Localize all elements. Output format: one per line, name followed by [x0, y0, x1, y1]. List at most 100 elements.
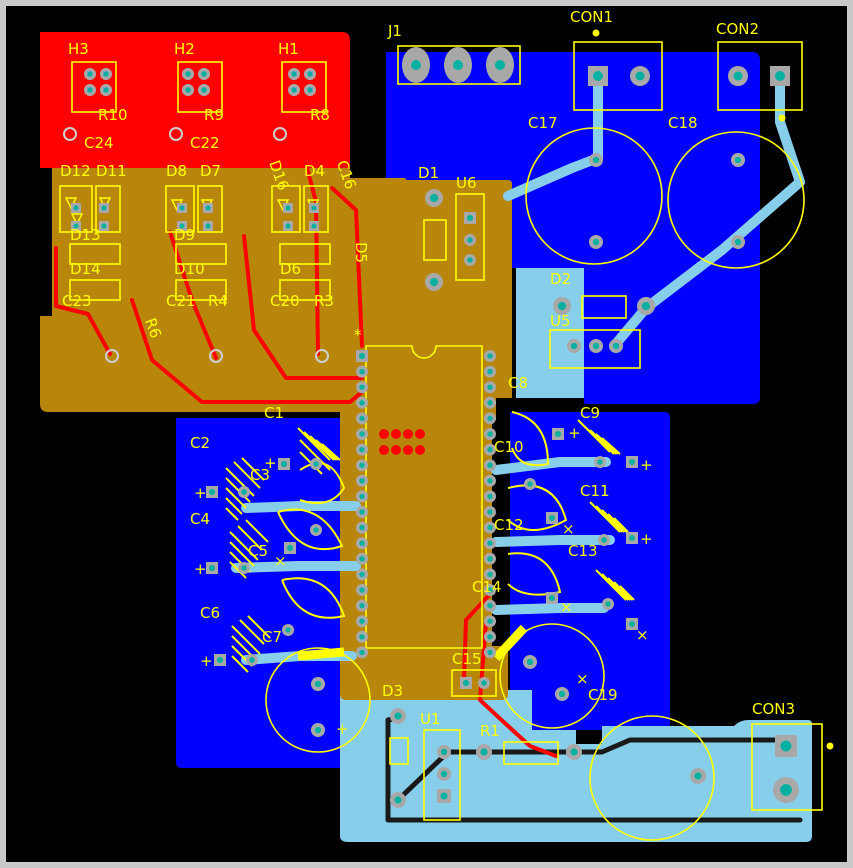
pad-c12-1-hole — [549, 515, 555, 521]
label-d1: D1 — [418, 164, 439, 182]
outline-bottom-electrolytic — [589, 715, 715, 841]
label-con3: CON3 — [752, 700, 795, 718]
marker-con3 — [826, 742, 834, 750]
outline-j1 — [397, 45, 521, 85]
pad-con3-1-hole — [780, 740, 792, 752]
thermal-via-0-1 — [391, 429, 401, 439]
label-c13: C13 — [568, 542, 598, 560]
label-h3: H3 — [68, 40, 89, 58]
pad-ic-right-16-hole — [487, 602, 493, 609]
outline-d9 — [175, 243, 227, 265]
label-c10: C10 — [494, 438, 524, 456]
label-h2: H2 — [174, 40, 195, 58]
trace-c10 — [491, 457, 611, 475]
pad-j1-0-hole — [411, 60, 421, 70]
pad-ic-right-14-hole — [487, 571, 493, 578]
pad-c9-1-hole — [555, 431, 561, 437]
outline-c7-body — [265, 647, 371, 753]
pad-ic-left-14-hole — [359, 571, 365, 578]
label-j1: J1 — [387, 22, 402, 40]
pad-con2-1-hole — [733, 71, 743, 81]
thermal-via-0-0 — [379, 429, 389, 439]
pad-h2-3-hole — [201, 87, 207, 93]
marker-con2 — [778, 114, 786, 122]
label-c5: C5 — [248, 542, 268, 560]
cross-c5: × — [274, 552, 287, 570]
outline-r1 — [503, 741, 559, 765]
pad-con2-2-hole — [775, 71, 785, 81]
outline-c19-body — [499, 623, 605, 729]
top-right-blue-pour — [386, 52, 760, 404]
plus-c6: + — [200, 652, 213, 670]
outline-c15 — [451, 669, 497, 697]
outline-d6 — [279, 279, 331, 301]
plus-c7: + — [336, 720, 349, 738]
label-h1: H1 — [278, 40, 299, 58]
outline-d3 — [389, 737, 409, 765]
pad-ic-left-0-hole — [359, 353, 365, 359]
pad-u6-2-hole — [467, 237, 473, 243]
pad-ic-left-2-hole — [359, 384, 365, 390]
label-r4: R4 — [208, 292, 228, 310]
trace-c20 — [242, 234, 364, 380]
pad-ic-left-16-hole — [359, 602, 365, 609]
pad-c7-1-hole — [314, 680, 322, 688]
pad-c2-1-hole — [209, 489, 215, 495]
pad-ic-right-18-hole — [487, 634, 493, 640]
label-d9: D9 — [174, 226, 195, 244]
pad-ic-left-19-hole — [359, 649, 365, 656]
cross-c19: × — [576, 670, 589, 688]
pad-ic-left-17-hole — [359, 618, 365, 624]
label-c1: C1 — [264, 404, 284, 422]
gold-layer-pour — [40, 168, 512, 700]
thermal-via-0-3 — [415, 429, 425, 439]
label-u1: U1 — [420, 710, 441, 728]
pad-ic-left-3-hole — [359, 400, 365, 406]
label-c15: C15 — [452, 650, 482, 668]
pad-c9-2-hole — [597, 459, 603, 465]
label-r1: R1 — [480, 722, 500, 740]
pad-ic-left-7-hole — [359, 462, 365, 468]
outline-d14 — [69, 279, 121, 301]
pad-d3-2-hole — [394, 796, 402, 804]
pad-u1-1-hole — [440, 748, 448, 756]
pad-diode-mid-0-hole — [73, 223, 79, 229]
label-r10: R10 — [98, 106, 128, 124]
label-d2: D2 — [550, 270, 571, 288]
pad-con1-2-hole — [635, 71, 645, 81]
trace-r1 — [478, 620, 558, 758]
trace-d13 — [54, 246, 112, 356]
pad-con3-2-hole — [780, 784, 792, 796]
pad-ic-left-1-hole — [359, 368, 365, 375]
plus-c3: + — [264, 454, 277, 472]
trace-c3 — [241, 501, 361, 513]
pad-ic-left-11-hole — [359, 524, 365, 531]
outline-d2 — [581, 295, 627, 319]
outline-h2 — [177, 61, 223, 113]
label-c9: C9 — [580, 404, 600, 422]
pad-ic-right-11-hole — [487, 524, 493, 531]
pad-h1-0-hole — [291, 71, 297, 77]
pad-h2-0-hole — [185, 71, 191, 77]
pad-d3-1-hole — [394, 712, 402, 720]
label-d12: D12 — [60, 162, 91, 180]
pad-c19-1-hole — [526, 658, 534, 666]
pad-h3-3-hole — [103, 87, 109, 93]
pad-d2-1-hole — [557, 301, 567, 311]
label-r3: R3 — [314, 292, 334, 310]
pad-ic-right-2-hole — [487, 384, 493, 390]
pad-ic-right-3-hole — [487, 400, 493, 406]
pad-c11-1-hole — [629, 459, 635, 465]
plus-c4: + — [194, 560, 207, 578]
label-c2: C2 — [190, 434, 210, 452]
outline-con3 — [751, 723, 823, 811]
pad-ic-left-12-hole — [359, 540, 365, 546]
trace-con2 — [609, 71, 805, 351]
bottom-light-blue-pour — [340, 690, 812, 842]
pad-ic-left-4-hole — [359, 415, 365, 422]
pad-ic-right-1-hole — [487, 368, 493, 375]
hatch-c6 — [231, 615, 271, 673]
outline-c18 — [667, 131, 805, 269]
